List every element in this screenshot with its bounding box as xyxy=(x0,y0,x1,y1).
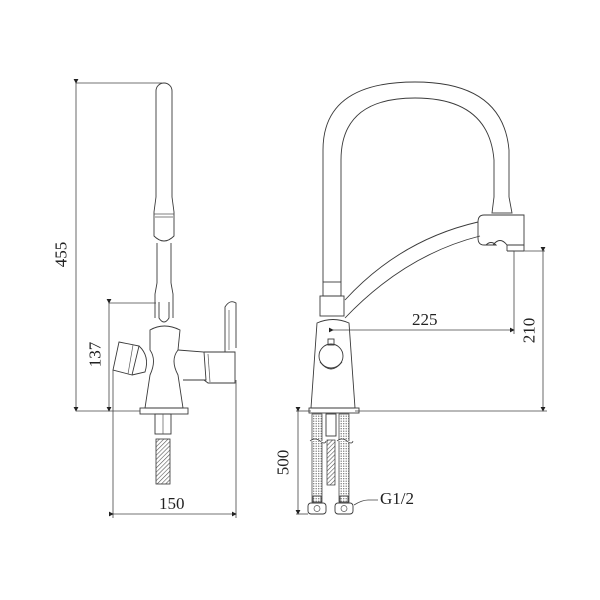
front-view xyxy=(295,81,547,515)
dim-label-total-height: 455 xyxy=(51,241,71,268)
dim-label-spout-height: 210 xyxy=(519,317,539,344)
dim-label-spout-reach: 225 xyxy=(412,310,438,329)
dim-label-side-width: 150 xyxy=(159,494,185,513)
dim-label-hose-length: 500 xyxy=(273,449,293,476)
dim-label-body-height: 137 xyxy=(85,341,105,368)
side-view xyxy=(73,79,237,518)
thread-label: G1/2 xyxy=(380,489,414,508)
